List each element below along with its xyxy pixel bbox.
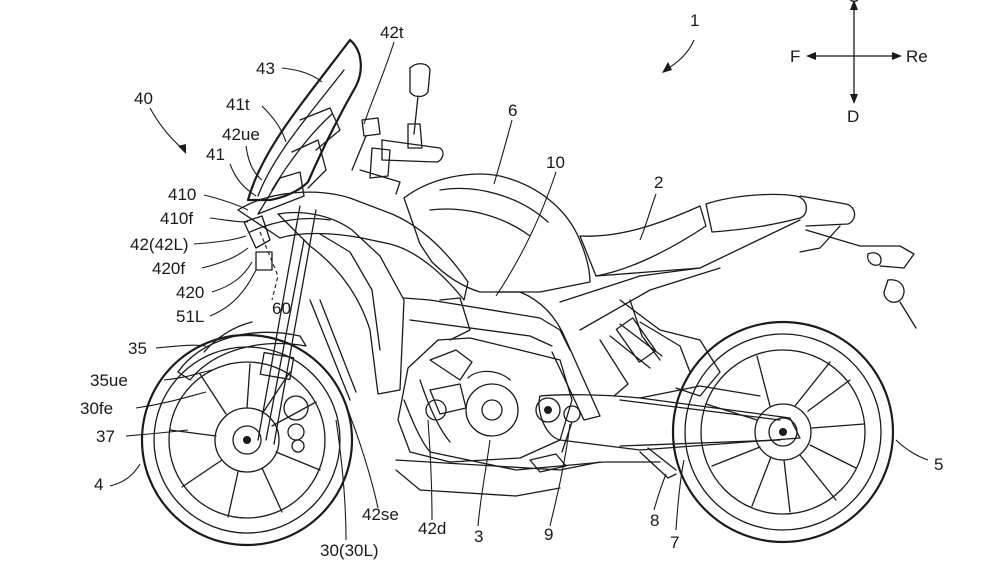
windscreen xyxy=(246,38,362,215)
ref-410: 410 xyxy=(168,185,196,204)
leader-arrowheads xyxy=(178,62,672,154)
swing-arm xyxy=(535,385,801,451)
ref-41: 41 xyxy=(206,145,225,164)
rear-suspension xyxy=(609,317,663,369)
ref-40: 40 xyxy=(134,89,153,108)
ref-60: 60 xyxy=(272,299,291,318)
tail-section xyxy=(799,195,917,329)
footrest xyxy=(529,339,629,473)
ref-8: 8 xyxy=(650,511,659,530)
front-fork xyxy=(257,205,357,445)
ref-30fe: 30fe xyxy=(80,399,113,418)
ref-37: 37 xyxy=(96,427,115,446)
ref-42d: 42d xyxy=(418,519,446,538)
handlebar-assembly xyxy=(351,63,444,195)
ref-420f: 420f xyxy=(152,259,185,278)
front-fender xyxy=(177,321,307,381)
direction-indicator xyxy=(806,0,902,104)
vehicle-frame xyxy=(403,267,721,421)
ref-1: 1 xyxy=(690,11,699,30)
ref-51L: 51L xyxy=(176,307,204,326)
front-cowl xyxy=(237,191,469,395)
direction-up-label: U xyxy=(848,0,860,6)
ref-41t: 41t xyxy=(226,95,250,114)
ref-43: 43 xyxy=(256,59,275,78)
ref-4: 4 xyxy=(94,475,103,494)
ref-3: 3 xyxy=(474,527,483,546)
engine-unit xyxy=(395,297,661,497)
ref-30-30L: 30(30L) xyxy=(320,541,379,560)
seat xyxy=(579,193,807,277)
direction-down-label: D xyxy=(847,107,859,126)
fuel-tank xyxy=(403,173,591,293)
front-wheel xyxy=(140,333,354,547)
ref-42-42L: 42(42L) xyxy=(130,235,189,254)
direction-rear-label: Re xyxy=(906,47,928,66)
ref-7: 7 xyxy=(670,533,679,552)
ref-410f: 410f xyxy=(160,209,193,228)
ref-42se: 42se xyxy=(362,505,399,524)
ref-10: 10 xyxy=(546,153,565,172)
side-stand xyxy=(639,447,677,479)
ref-9: 9 xyxy=(544,525,553,544)
rear-wheel xyxy=(671,320,895,544)
ref-42ue: 42ue xyxy=(222,125,260,144)
ref-5: 5 xyxy=(934,455,943,474)
ref-6: 6 xyxy=(508,101,517,120)
leader-lines xyxy=(109,39,929,541)
ref-2: 2 xyxy=(654,173,663,192)
ref-420: 420 xyxy=(176,283,204,302)
direction-front-label: F xyxy=(790,47,800,66)
ref-42t: 42t xyxy=(380,23,404,42)
ref-35: 35 xyxy=(128,339,147,358)
ref-35ue: 35ue xyxy=(90,371,128,390)
